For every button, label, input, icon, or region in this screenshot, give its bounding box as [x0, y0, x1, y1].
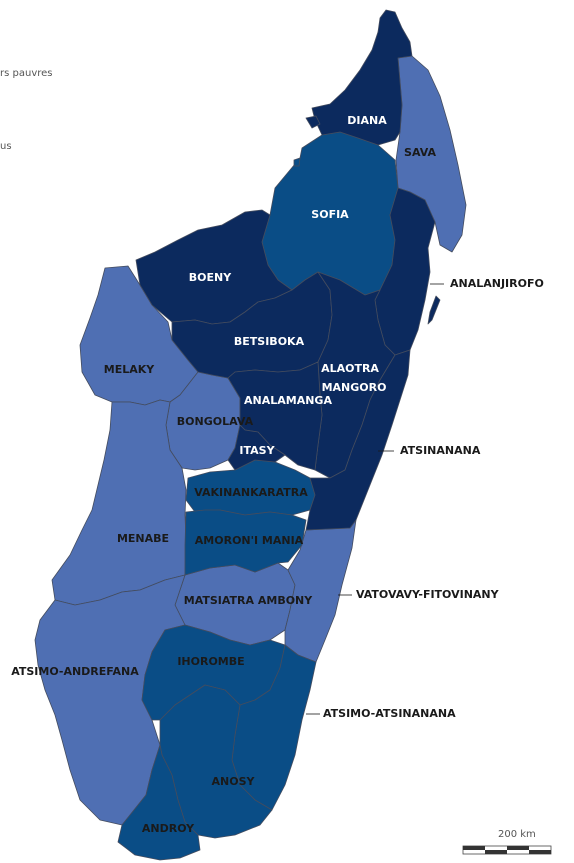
- label-anosy: ANOSY: [212, 775, 256, 788]
- island-sainte-marie: [427, 295, 441, 325]
- scale-bar-label: 200 km: [498, 829, 536, 840]
- label-analamanga: ANALAMANGA: [244, 394, 332, 407]
- region-sava[interactable]: [395, 55, 467, 253]
- label-sofia: SOFIA: [311, 208, 349, 221]
- label-bongolava: BONGOLAVA: [177, 415, 254, 428]
- label-betsiboka: BETSIBOKA: [234, 335, 305, 348]
- scale-bar-segment-3: [507, 846, 529, 850]
- label-ihorombe: IHOROMBE: [177, 655, 244, 668]
- region-atsimo-andrefana[interactable]: [34, 574, 186, 826]
- label-diana: DIANA: [347, 114, 387, 127]
- label-melaky: MELAKY: [104, 363, 156, 376]
- region-androy[interactable]: [117, 744, 201, 861]
- scale-bar-segment-1: [463, 846, 485, 850]
- label-menabe: MENABE: [117, 532, 169, 545]
- label-vakinankaratra: VAKINANKARATRA: [194, 486, 308, 499]
- label-matsiatra-ambony: MATSIATRA AMBONY: [184, 594, 314, 607]
- region-atsinanana[interactable]: [305, 349, 411, 531]
- island-west-1: [293, 157, 301, 167]
- scale-bar-segment-2: [485, 850, 507, 854]
- legend-item-poorest-text: rs pauvres: [0, 68, 53, 79]
- label-boeny: BOENY: [189, 271, 232, 284]
- label-androy: ANDROY: [142, 822, 195, 835]
- label-itasy: ITASY: [239, 444, 275, 457]
- scale-bar-segment-4: [529, 850, 551, 854]
- label-alaotra: ALAOTRA: [321, 362, 379, 375]
- label-sava: SAVA: [404, 146, 436, 159]
- label-amoroni-mania: AMORON'I MANIA: [195, 534, 304, 547]
- island-nosy-be: [305, 115, 321, 129]
- region-amoroni-mania[interactable]: [184, 509, 307, 576]
- label-mangoro: MANGORO: [322, 381, 387, 394]
- region-itasy[interactable]: [227, 424, 286, 471]
- label-atsimo-andrefana: ATSIMO-ANDREFANA: [11, 665, 139, 678]
- label-analanjirofo: ANALANJIROFO: [450, 277, 544, 290]
- label-atsimo-atsinanana: ATSIMO-ATSINANANA: [323, 707, 456, 720]
- legend-item-other-text: us: [0, 141, 12, 152]
- region-menabe[interactable]: [51, 399, 187, 606]
- scale-bar: [462, 845, 552, 855]
- region-diana[interactable]: [311, 9, 413, 146]
- label-vatovavy-fitovinany: VATOVAVY-FITOVINANY: [356, 588, 500, 601]
- label-atsinanana: ATSINANANA: [400, 444, 481, 457]
